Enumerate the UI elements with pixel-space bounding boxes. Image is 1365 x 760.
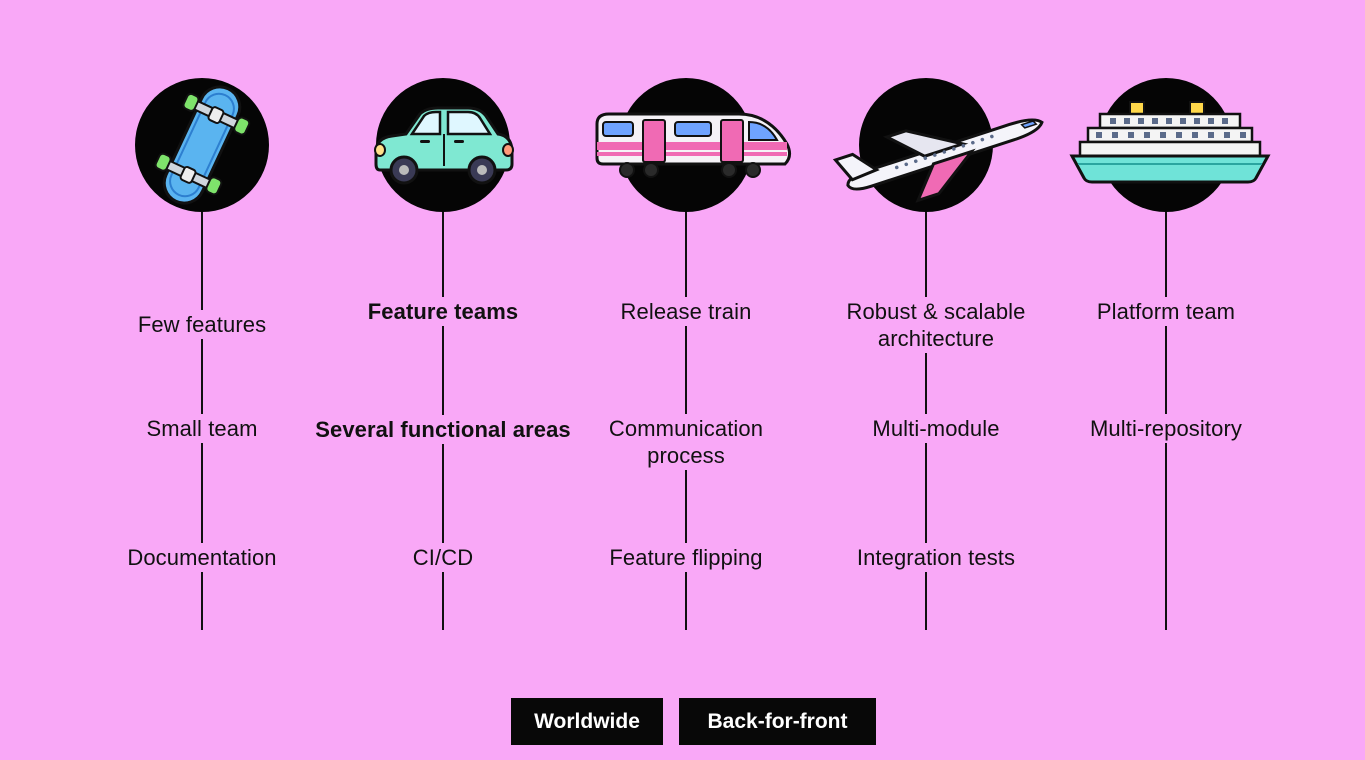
airplane-icon (832, 118, 1044, 203)
train-icon (595, 112, 792, 178)
feature-label: Feature flipping (546, 543, 826, 572)
feature-label: CI/CD (303, 543, 583, 572)
feature-label: Multi-repository (1026, 414, 1306, 443)
feature-label: Several functional areas (303, 415, 583, 444)
feature-label: Small team (62, 414, 342, 443)
feature-label: Few features (62, 310, 342, 339)
cruise-ship-icon (1069, 101, 1271, 184)
badge-worldwide: Worldwide (511, 698, 663, 745)
skateboard-icon (154, 85, 251, 205)
feature-label: Feature teams (303, 297, 583, 326)
feature-label: Release train (546, 297, 826, 326)
feature-label: Platform team (1026, 297, 1306, 326)
feature-label: Integration tests (796, 543, 1076, 572)
feature-label: Documentation (62, 543, 342, 572)
feature-label: Communication process (586, 414, 786, 470)
badge-back-for-front: Back-for-front (679, 698, 876, 745)
car-icon (374, 106, 514, 185)
